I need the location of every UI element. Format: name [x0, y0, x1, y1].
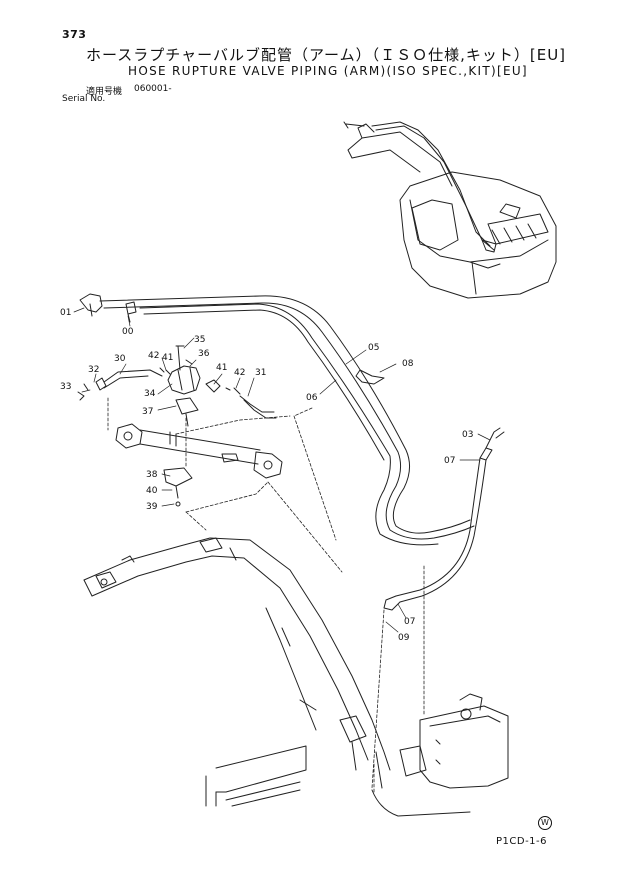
leader-lines: [73, 307, 491, 633]
serial-label-japanese: 適用号機: [86, 87, 123, 97]
title-english: HOSE RUPTURE VALVE PIPING (ARM)(ISO SPEC…: [128, 64, 528, 78]
part-label-31: 31: [255, 368, 266, 378]
part-label-41-upper: 41: [162, 353, 173, 363]
part-label-33: 33: [60, 382, 71, 392]
title-japanese: ホースラプチャーバルブ配管（アーム）（ＩＳＯ仕様,キット）[EU]: [86, 46, 567, 64]
part-label-34: 34: [144, 389, 156, 399]
part-label-06: 06: [306, 393, 318, 403]
base-frame: [205, 693, 509, 817]
serial-label-english: Serial No.: [62, 94, 106, 104]
part-label-00: 00: [122, 327, 134, 337]
part-label-01: 01: [60, 308, 71, 318]
part-label-09: 09: [398, 633, 410, 643]
part-label-38: 38: [146, 470, 158, 480]
part-label-03: 03: [462, 430, 473, 440]
boom: [83, 537, 391, 789]
part-label-07-lower: 07: [404, 617, 415, 627]
part-label-36: 36: [198, 349, 210, 359]
part-label-30: 30: [114, 354, 126, 364]
figure-code: P1CD-1-6: [496, 836, 548, 847]
w-mark-symbol: W: [538, 816, 552, 830]
part-label-07-upper: 07: [444, 456, 455, 466]
part-label-32: 32: [88, 365, 99, 375]
part-label-37: 37: [142, 407, 153, 417]
part-label-05: 05: [368, 343, 379, 353]
part-label-41-lower: 41: [216, 363, 227, 373]
serial-number-value: 060001-: [134, 84, 172, 94]
part-label-08: 08: [402, 359, 414, 369]
reference-lines: [107, 397, 425, 795]
part-label-35: 35: [194, 335, 205, 345]
rupture-valve-block: [77, 345, 277, 427]
part-label-40: 40: [146, 486, 158, 496]
part-number-labels: 01 00 35 42 41 36 30 32 33 34 37 41 42 3…: [60, 308, 473, 643]
part-label-42-upper: 42: [148, 351, 159, 361]
excavator-overview: [343, 121, 557, 299]
part-label-39: 39: [146, 502, 158, 512]
page-number: 373: [62, 28, 87, 41]
arm-cylinder: [115, 423, 283, 507]
part-label-42-lower: 42: [234, 368, 245, 378]
hose-assembly: [79, 293, 505, 611]
